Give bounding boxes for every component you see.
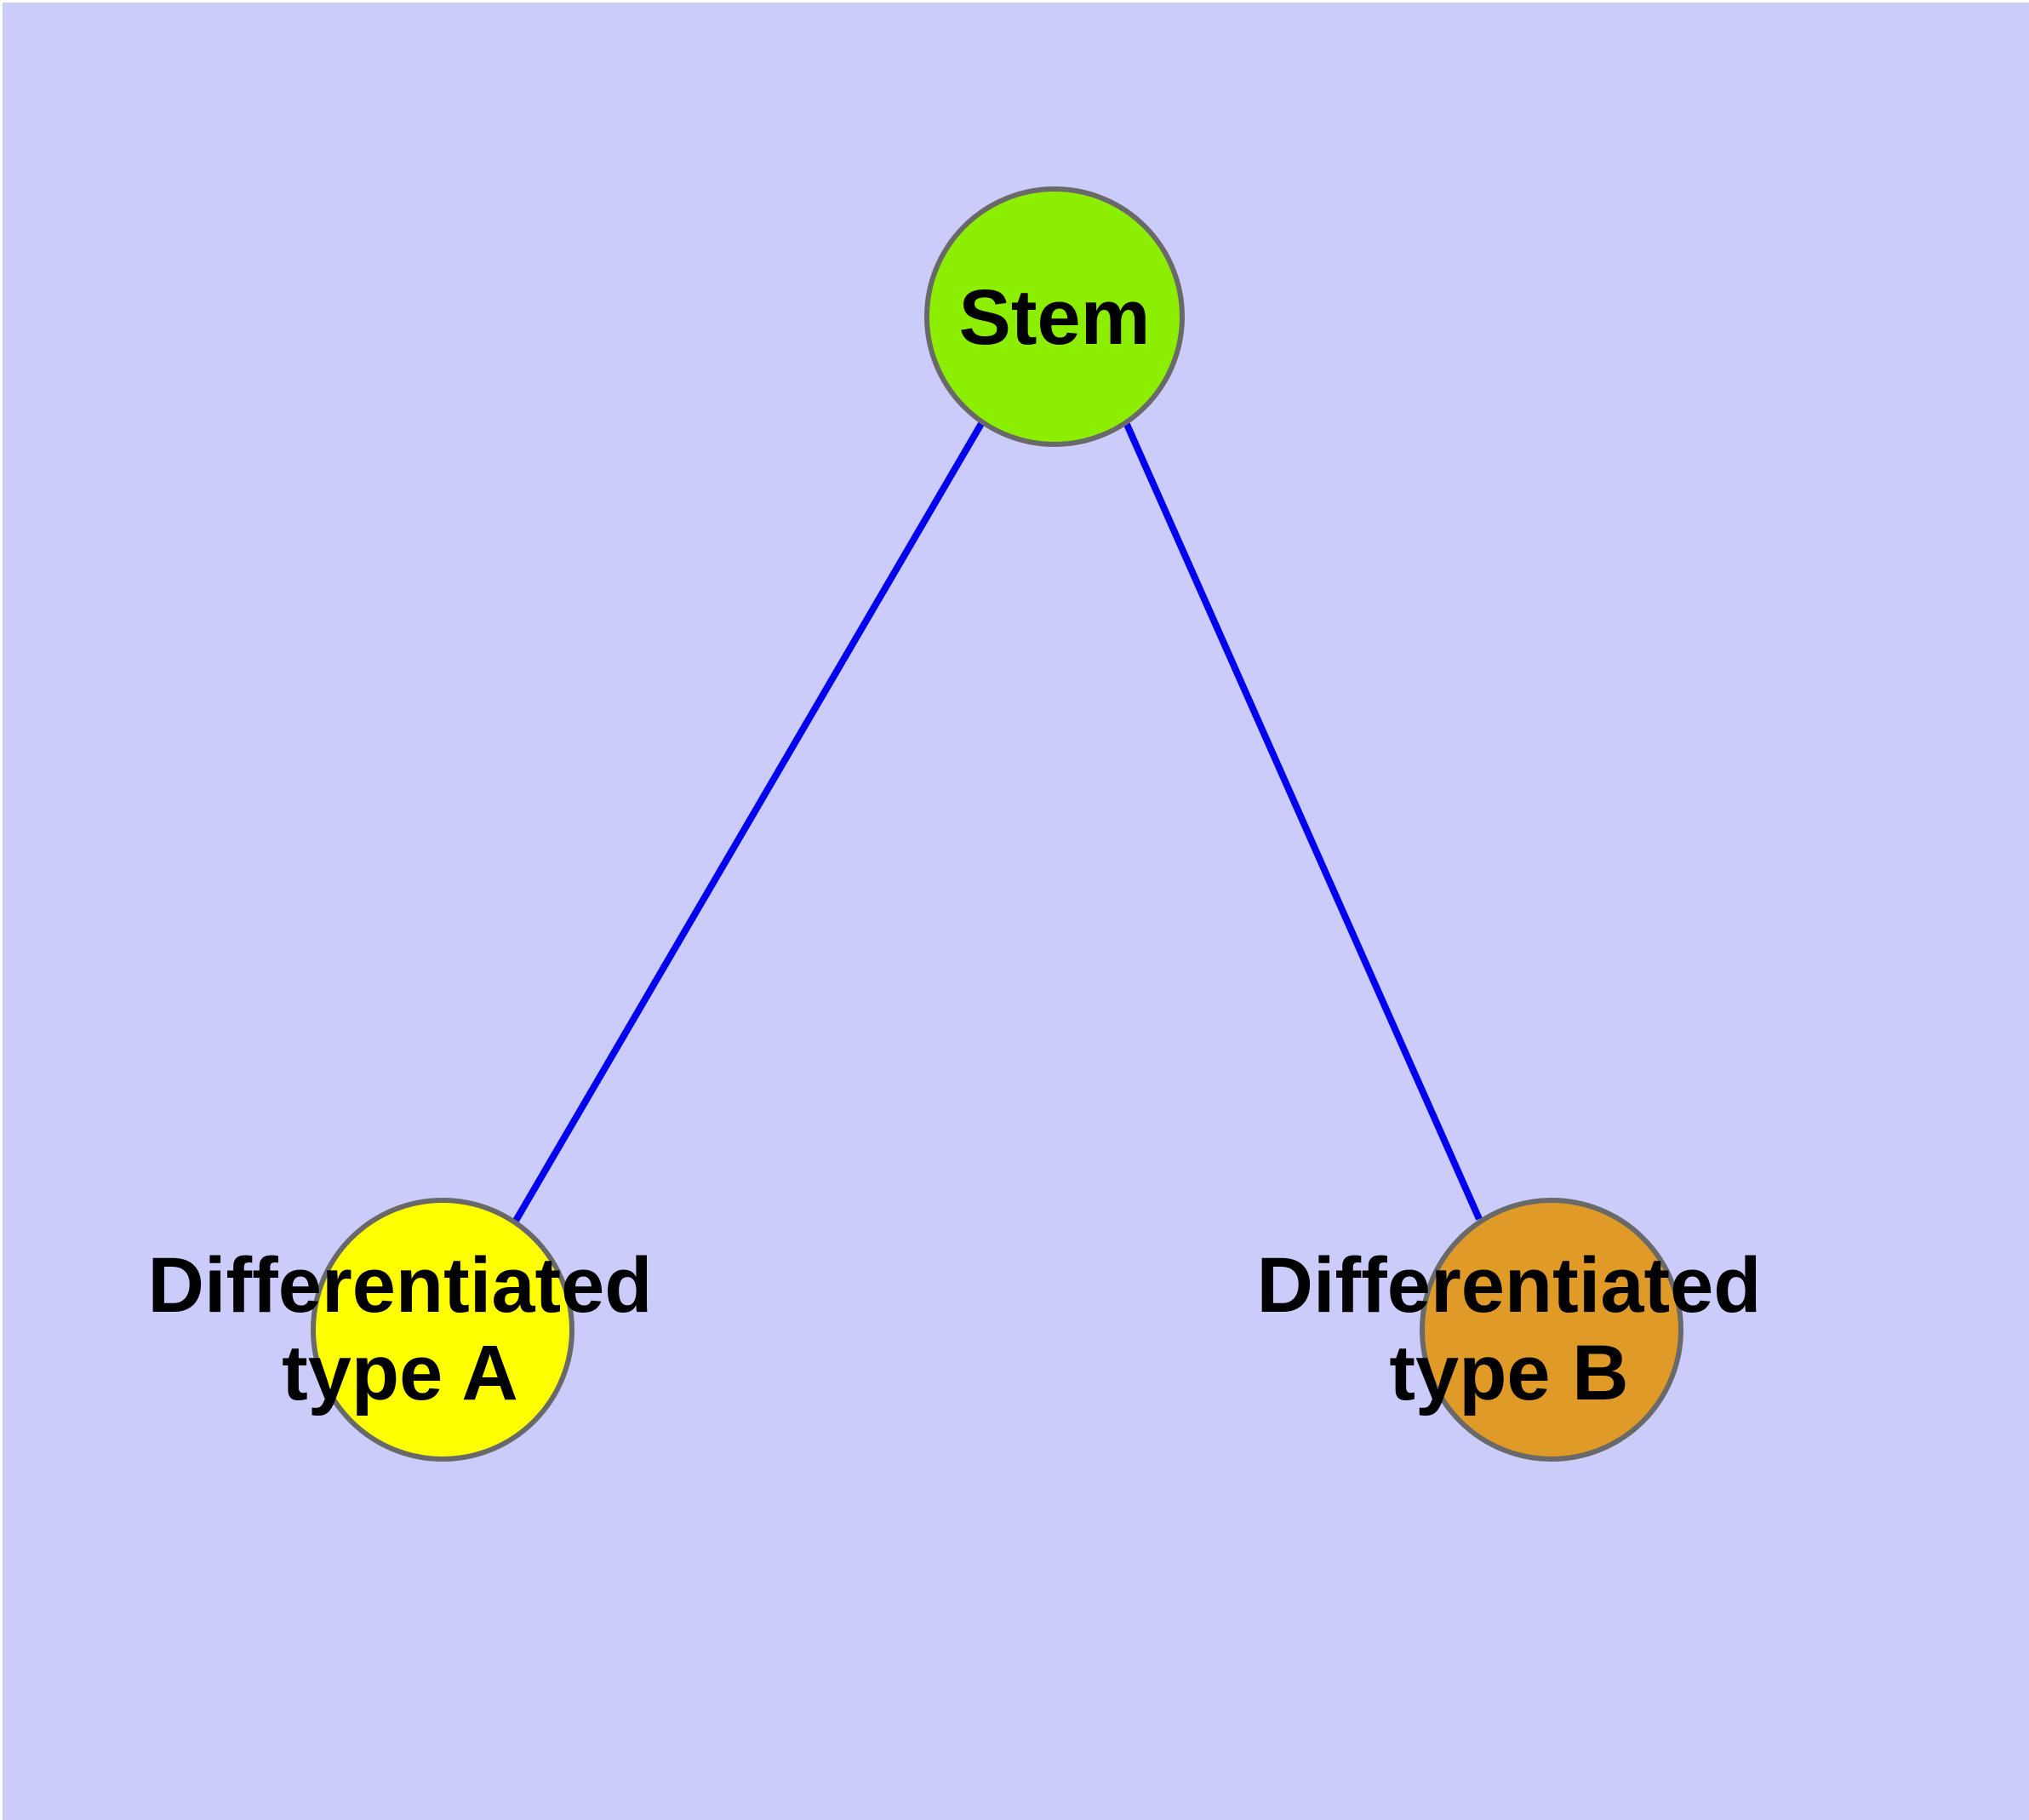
node-differentiated-type-a[interactable] bbox=[311, 1198, 574, 1462]
edge-layer bbox=[512, 419, 1483, 1223]
node-layer bbox=[311, 186, 1683, 1462]
edge-stem-to-differentiated-type-b bbox=[1122, 419, 1483, 1221]
edge-stem-to-differentiated-type-a bbox=[512, 420, 986, 1223]
node-differentiated-type-b[interactable] bbox=[1420, 1198, 1683, 1462]
node-stem[interactable] bbox=[924, 186, 1185, 447]
